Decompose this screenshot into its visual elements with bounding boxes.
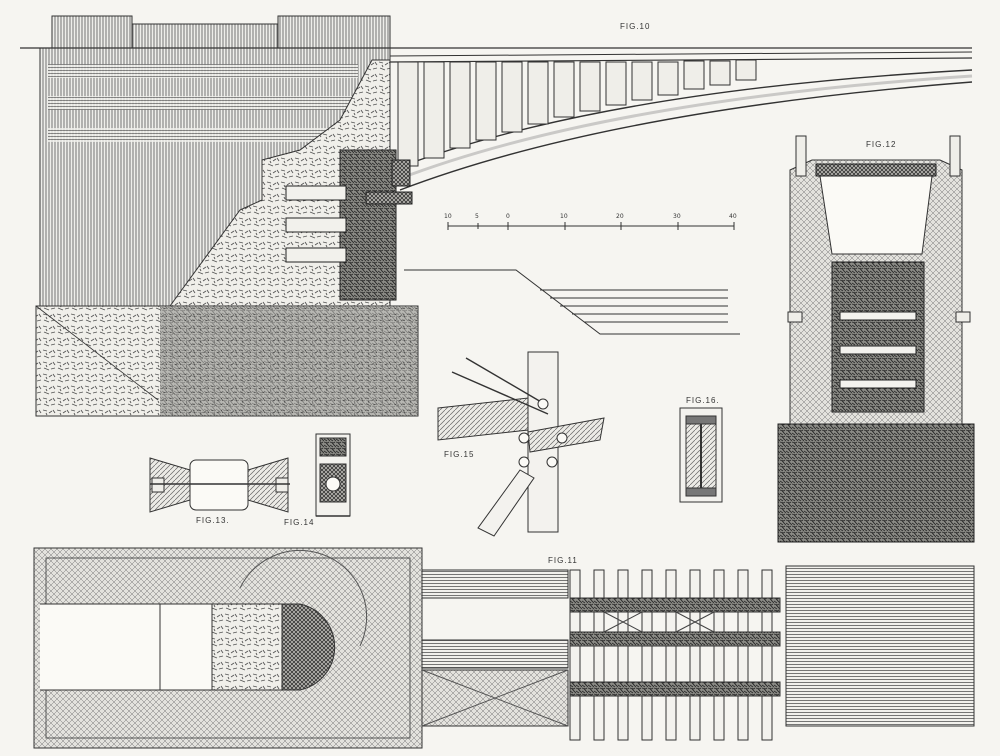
fig16-rib-section: [679, 407, 723, 503]
fig10-arch-span: [20, 47, 973, 191]
fig14-bearing-detail: [315, 433, 351, 517]
water-section: [404, 269, 740, 335]
fig11-label: FIG.11: [548, 556, 578, 565]
fig13-anchor-detail: [149, 457, 290, 513]
scale-tick-label: 30: [673, 213, 681, 220]
fig16-label: FIG.16.: [686, 396, 720, 405]
fig12-pier-section: [777, 135, 975, 543]
scale-tick-label: 40: [729, 213, 737, 220]
fig13-label: FIG.13.: [196, 516, 230, 525]
scale-tick-label: 0: [506, 213, 510, 220]
scale-tick-label: 20: [616, 213, 624, 220]
scale-tick-label: 10: [560, 213, 568, 220]
fig12-label: FIG.12: [866, 140, 897, 149]
scale-tick-label: 10: [444, 213, 452, 220]
fig10-abutment-elevation: [35, 15, 419, 417]
fig15-joint-detail: [437, 351, 605, 537]
fig11-plan-view: [33, 547, 975, 749]
scale-tick-label: 5: [475, 213, 479, 220]
scale-bar: [447, 222, 735, 230]
fig14-label: FIG.14: [284, 518, 315, 527]
fig10-label: FIG.10: [620, 22, 651, 31]
fig15-label: FIG.15: [444, 450, 475, 459]
